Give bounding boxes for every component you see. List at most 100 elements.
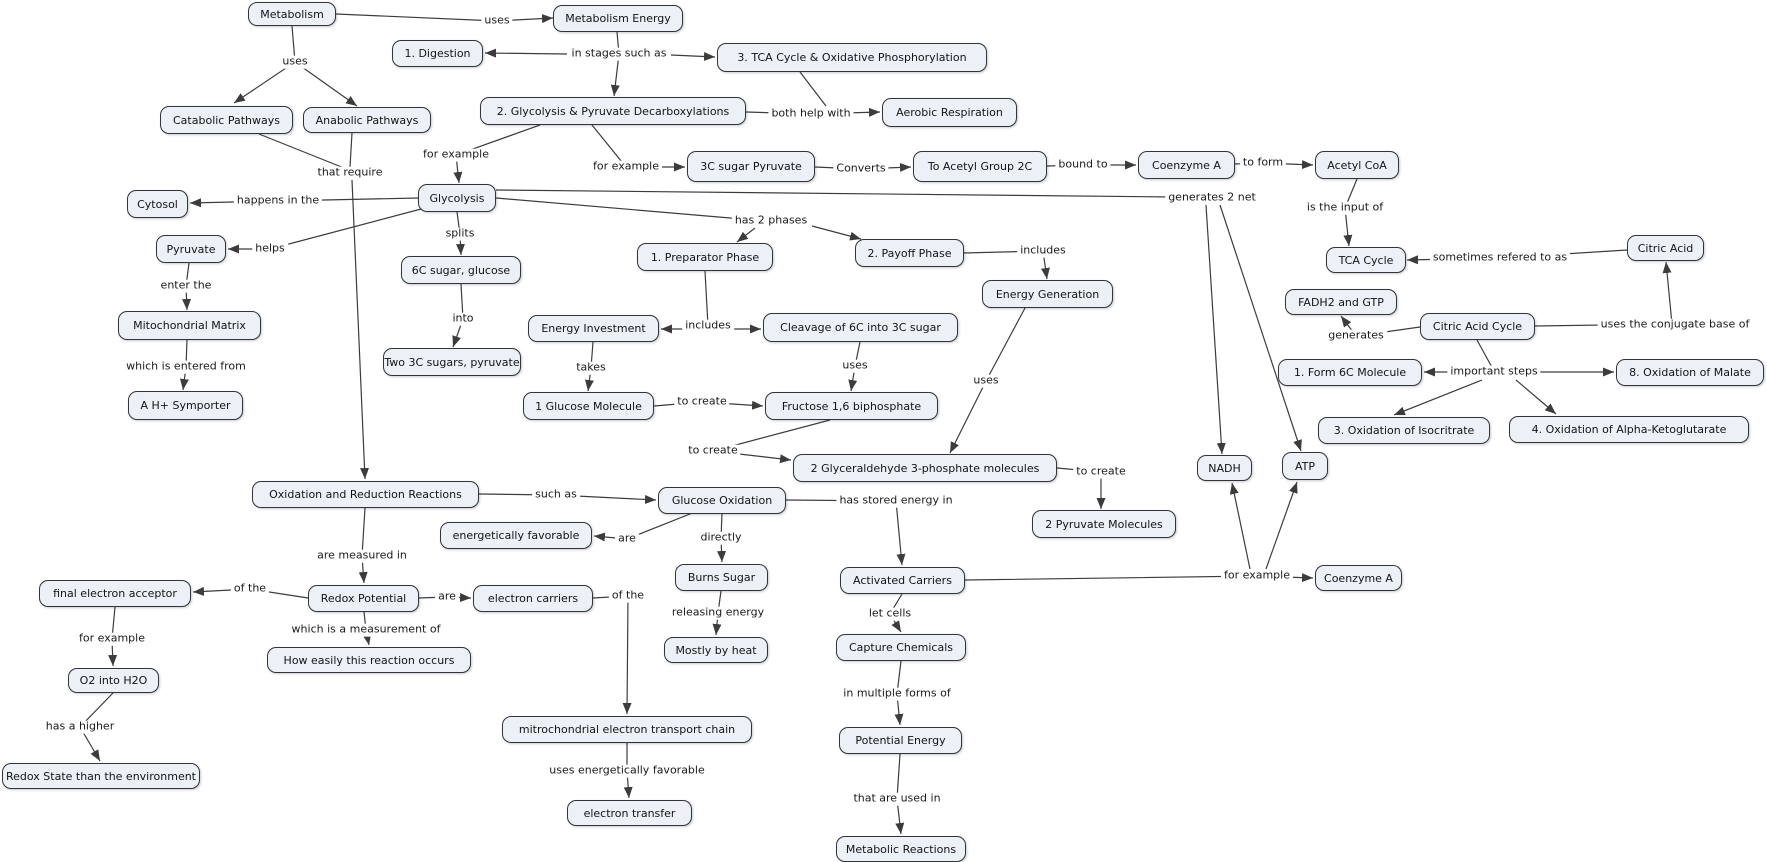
linking-phrase-that_are_used[interactable]: that are used in: [850, 792, 944, 806]
linking-phrase-takes[interactable]: takes: [573, 361, 609, 375]
linking-phrase-that_require[interactable]: that require: [314, 166, 386, 180]
concept-node-metabolism[interactable]: Metabolism: [248, 2, 336, 26]
linking-phrase-for_example_3c[interactable]: for example: [590, 160, 662, 174]
linking-phrase-let_cells[interactable]: let cells: [865, 607, 915, 621]
concept-node-form6c[interactable]: 1. Form 6C Molecule: [1278, 359, 1422, 386]
concept-node-energy_inv[interactable]: Energy Investment: [528, 315, 659, 342]
linking-phrase-which_entered[interactable]: which is entered from: [123, 360, 249, 374]
concept-node-cleavage[interactable]: Cleavage of 6C into 3C sugar: [763, 313, 958, 342]
concept-node-fructose[interactable]: Fructose 1,6 biphosphate: [765, 392, 938, 420]
linking-phrase-sometimes_refered[interactable]: sometimes refered to as: [1429, 251, 1571, 265]
concept-node-tca_oxphos[interactable]: 3. TCA Cycle & Oxidative Phosphorylation: [717, 43, 987, 72]
concept-node-burns_sugar[interactable]: Burns Sugar: [675, 564, 768, 591]
linking-phrase-uses_engen[interactable]: uses: [970, 374, 1002, 388]
linking-phrase-important_steps[interactable]: important steps: [1447, 365, 1541, 379]
linking-phrase-splits[interactable]: splits: [442, 227, 478, 241]
linking-phrase-includes_payoff[interactable]: includes: [1017, 244, 1069, 258]
linking-phrase-helps[interactable]: helps: [252, 242, 288, 256]
concept-node-nadh[interactable]: NADH: [1197, 455, 1252, 481]
concept-node-redox_pot[interactable]: Redox Potential: [308, 585, 419, 612]
concept-node-payoff[interactable]: 2. Payoff Phase: [855, 239, 964, 267]
concept-node-final_ea[interactable]: final electron acceptor: [39, 580, 191, 607]
concept-node-ox_isocitrate[interactable]: 3. Oxidation of Isocritrate: [1318, 417, 1490, 444]
concept-node-citric_acid[interactable]: Citric Acid: [1627, 235, 1704, 261]
linking-phrase-for_example_o2[interactable]: for example: [76, 632, 148, 646]
linking-phrase-both_help[interactable]: both help with: [768, 107, 854, 121]
concept-node-acetyl_group[interactable]: To Acetyl Group 2C: [913, 151, 1047, 182]
linking-phrase-is_input_of[interactable]: is the input of: [1303, 201, 1387, 215]
concept-node-electron_carriers[interactable]: electron carriers: [473, 585, 593, 612]
linking-phrase-such_as[interactable]: such as: [532, 488, 580, 502]
concept-node-coenzyme_a_bottom[interactable]: Coenzyme A: [1315, 565, 1402, 591]
concept-node-preparator[interactable]: 1. Preparator Phase: [637, 243, 773, 271]
concept-node-fadh2[interactable]: FADH2 and GTP: [1285, 289, 1397, 315]
linking-phrase-happens_in_the[interactable]: happens in the: [233, 194, 323, 208]
concept-node-sugar_6c[interactable]: 6C sugar, glucose: [401, 256, 521, 284]
concept-node-pyruvate[interactable]: Pyruvate: [156, 235, 226, 263]
linking-phrase-uses_conj_base[interactable]: uses the conjugate base of: [1597, 318, 1753, 332]
concept-node-glyc_decarb[interactable]: 2. Glycolysis & Pyruvate Decarboxylation…: [480, 97, 746, 125]
concept-node-coenzyme_a_top[interactable]: Coenzyme A: [1138, 151, 1235, 179]
linking-phrase-enter_the[interactable]: enter the: [157, 279, 215, 293]
concept-node-glucose_mol[interactable]: 1 Glucose Molecule: [523, 392, 654, 420]
linking-phrase-are_ec[interactable]: are: [435, 590, 459, 604]
linking-phrase-are_measured[interactable]: are measured in: [314, 549, 410, 563]
concept-node-glucose_ox[interactable]: Glucose Oxidation: [658, 487, 786, 514]
concept-node-glyceraldehyde[interactable]: 2 Glyceraldehyde 3-phosphate molecules: [793, 454, 1057, 482]
linking-phrase-uses_cleavage[interactable]: uses: [839, 359, 871, 373]
concept-node-sugar_pyruvate_3c[interactable]: 3C sugar Pyruvate: [687, 151, 815, 182]
concept-node-glycolysis[interactable]: Glycolysis: [418, 184, 496, 212]
concept-node-mito_matrix[interactable]: Mitochondrial Matrix: [118, 311, 261, 340]
linking-phrase-are_ef[interactable]: are: [615, 532, 639, 546]
linking-phrase-of_the_right[interactable]: of the: [608, 589, 648, 603]
linking-phrase-in_multiple[interactable]: in multiple forms of: [840, 687, 954, 701]
linking-phrase-has_stored[interactable]: has stored energy in: [836, 494, 956, 508]
concept-node-oxred[interactable]: Oxidation and Reduction Reactions: [252, 481, 479, 508]
linking-phrase-uses_ef_bottom[interactable]: uses energetically favorable: [546, 764, 708, 778]
concept-node-acetyl_coa[interactable]: Acetyl CoA: [1315, 151, 1399, 179]
concept-node-mostly_heat[interactable]: Mostly by heat: [664, 637, 768, 663]
linking-phrase-uses_left[interactable]: uses: [279, 55, 311, 69]
concept-node-digestion[interactable]: 1. Digestion: [392, 40, 483, 67]
linking-phrase-in_stages[interactable]: in stages such as: [568, 47, 670, 61]
concept-node-cac[interactable]: Citric Acid Cycle: [1420, 313, 1535, 340]
concept-node-metab_react[interactable]: Metabolic Reactions: [836, 836, 966, 862]
linking-phrase-to_form[interactable]: to form: [1239, 156, 1287, 170]
concept-node-redox_state[interactable]: Redox State than the environment: [2, 763, 200, 789]
concept-node-etransfer[interactable]: electron transfer: [567, 800, 692, 826]
linking-phrase-to_create_2[interactable]: to create: [685, 444, 741, 458]
concept-node-mito_etc[interactable]: mitrochondrial electron transport chain: [502, 716, 752, 743]
linking-phrase-for_example_br[interactable]: for example: [1221, 569, 1293, 583]
concept-node-pyruvate_mols[interactable]: 2 Pyruvate Molecules: [1032, 510, 1176, 538]
linking-phrase-to_create_1[interactable]: to create: [674, 395, 730, 409]
linking-phrase-generates_fadh[interactable]: generates: [1325, 329, 1387, 343]
concept-node-act_carriers[interactable]: Activated Carriers: [840, 567, 965, 594]
concept-node-energy_gen[interactable]: Energy Generation: [982, 280, 1113, 308]
linking-phrase-bound_to[interactable]: bound to: [1055, 158, 1111, 172]
concept-node-o2_h2o[interactable]: O2 into H2O: [68, 668, 159, 693]
linking-phrase-into[interactable]: into: [449, 312, 477, 326]
concept-node-anabolic[interactable]: Anabolic Pathways: [303, 107, 431, 133]
concept-node-cytosol[interactable]: Cytosol: [127, 190, 188, 218]
linking-phrase-generates_2net[interactable]: generates 2 net: [1165, 191, 1259, 205]
concept-node-h_symporter[interactable]: A H+ Symporter: [128, 391, 243, 420]
concept-node-ox_malate[interactable]: 8. Oxidation of Malate: [1616, 359, 1764, 386]
concept-node-aerobic[interactable]: Aerobic Respiration: [882, 98, 1017, 127]
linking-phrase-directly[interactable]: directly: [697, 531, 745, 545]
concept-node-energ_fav[interactable]: energetically favorable: [440, 522, 592, 549]
concept-node-metabolism_energy[interactable]: Metabolism Energy: [553, 5, 683, 32]
concept-node-ox_alphaketo[interactable]: 4. Oxidation of Alpha-Ketoglutarate: [1509, 416, 1749, 443]
linking-phrase-converts[interactable]: Converts: [833, 162, 889, 176]
concept-node-atp[interactable]: ATP: [1282, 452, 1328, 480]
concept-node-catabolic[interactable]: Catabolic Pathways: [160, 106, 293, 134]
linking-phrase-of_the_left[interactable]: of the: [230, 582, 270, 596]
concept-node-how_easily[interactable]: How easily this reaction occurs: [267, 647, 471, 673]
concept-node-two_3c[interactable]: Two 3C sugars, pyruvate: [383, 348, 521, 376]
linking-phrase-has_2_phases[interactable]: has 2 phases: [731, 214, 811, 228]
linking-phrase-to_create_3[interactable]: to create: [1073, 465, 1129, 479]
concept-node-capture[interactable]: Capture Chemicals: [836, 634, 966, 661]
concept-node-tca_cycle[interactable]: TCA Cycle: [1326, 247, 1406, 273]
linking-phrase-for_example_glyc[interactable]: for example: [420, 148, 492, 162]
linking-phrase-uses_top[interactable]: uses: [481, 14, 513, 28]
linking-phrase-releasing[interactable]: releasing energy: [668, 606, 768, 620]
